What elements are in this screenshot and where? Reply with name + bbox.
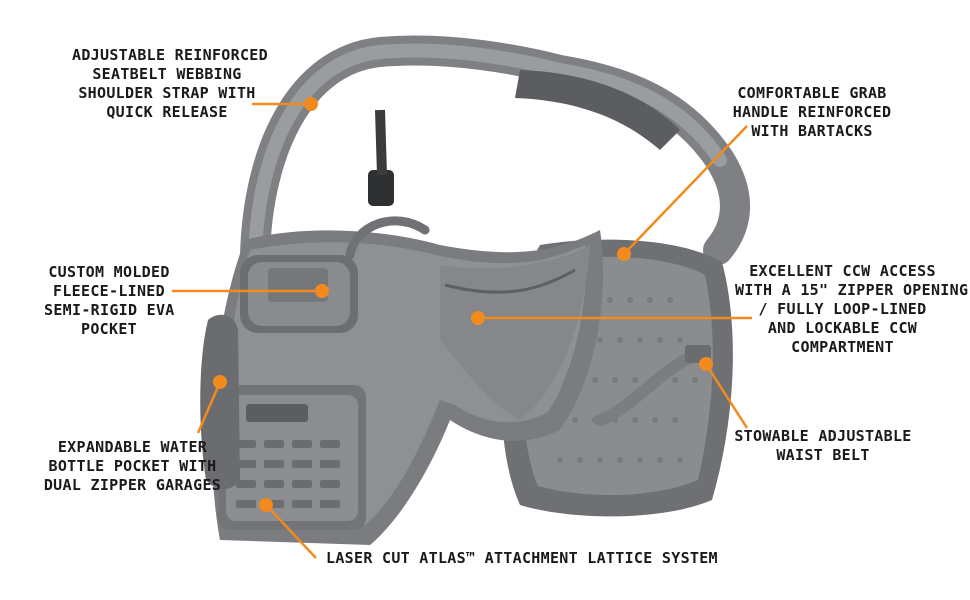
callout-line: With Bartacks	[751, 122, 873, 140]
dot-grab-handle	[617, 247, 631, 261]
leader-grab-handle	[623, 125, 748, 255]
callout-water-bottle: Expandable Water Bottle Pocket With Dual…	[40, 438, 225, 495]
callout-line: Pocket	[81, 320, 137, 338]
callout-line: With a 15" Zipper Opening	[735, 281, 969, 299]
callout-line: Quick Release	[106, 103, 228, 121]
velcro-patch	[268, 268, 328, 302]
leader-lines	[172, 102, 752, 559]
dot-eva-pocket	[315, 284, 329, 298]
dot-water-bottle	[213, 375, 227, 389]
leader-atlas	[265, 504, 317, 559]
callout-line: Compartment	[791, 338, 894, 356]
callout-eva-pocket: Custom Molded Fleece-Lined Semi-Rigid EV…	[44, 263, 174, 339]
leader-waist-belt	[704, 363, 749, 429]
dot-atlas	[259, 498, 273, 512]
brand-patch	[246, 404, 308, 422]
callout-dots	[213, 97, 713, 512]
callout-line: / Fully Loop-Lined	[758, 300, 927, 318]
dot-waist-belt	[699, 357, 713, 371]
callout-line: Adjustable Reinforced	[72, 46, 268, 64]
callout-line: Stowable Adjustable	[734, 427, 912, 445]
callout-atlas: Laser Cut ATLAS™ Attachment Lattice Syst…	[326, 549, 718, 568]
dot-shoulder-strap	[304, 97, 318, 111]
quick-release-buckle	[368, 170, 394, 206]
callout-shoulder-strap: Adjustable Reinforced Seatbelt Webbing S…	[72, 46, 268, 122]
strap-padding	[515, 70, 680, 150]
callout-line: Shoulder Strap With	[78, 84, 256, 102]
callout-grab-handle: Comfortable Grab Handle Reinforced With …	[732, 84, 892, 141]
atlas-lattice	[236, 440, 340, 508]
leader-water-bottle	[196, 381, 222, 434]
callout-ccw-access: Excellent CCW Access With a 15" Zipper O…	[735, 262, 969, 357]
callout-line: Comfortable Grab	[737, 84, 887, 102]
shoulder-strap	[240, 35, 751, 270]
callout-line: Excellent CCW Access	[749, 262, 936, 280]
waist-belt	[594, 349, 701, 426]
callout-line: Semi-Rigid EVA	[44, 301, 175, 319]
callout-line: Seatbelt Webbing	[92, 65, 242, 83]
callout-line: Expandable Water	[57, 438, 208, 456]
callout-line: Handle Reinforced	[732, 103, 892, 121]
callout-line: Waist Belt	[776, 446, 870, 464]
ccw-flap	[440, 245, 590, 420]
callout-line: Dual Zipper Garages	[43, 476, 222, 494]
callout-waist-belt: Stowable Adjustable Waist Belt	[728, 427, 918, 465]
dot-ccw-access	[471, 311, 485, 325]
callout-line: Custom Molded	[48, 263, 170, 281]
callout-line: Laser Cut ATLAS™ Attachment Lattice Syst…	[326, 549, 718, 567]
callout-line: and Lockable CCW	[767, 319, 918, 337]
grab-handle	[345, 216, 430, 260]
callout-line: Bottle Pocket With	[48, 457, 217, 475]
callout-line: Fleece-Lined	[53, 282, 165, 300]
water-bottle-pocket	[200, 314, 240, 489]
